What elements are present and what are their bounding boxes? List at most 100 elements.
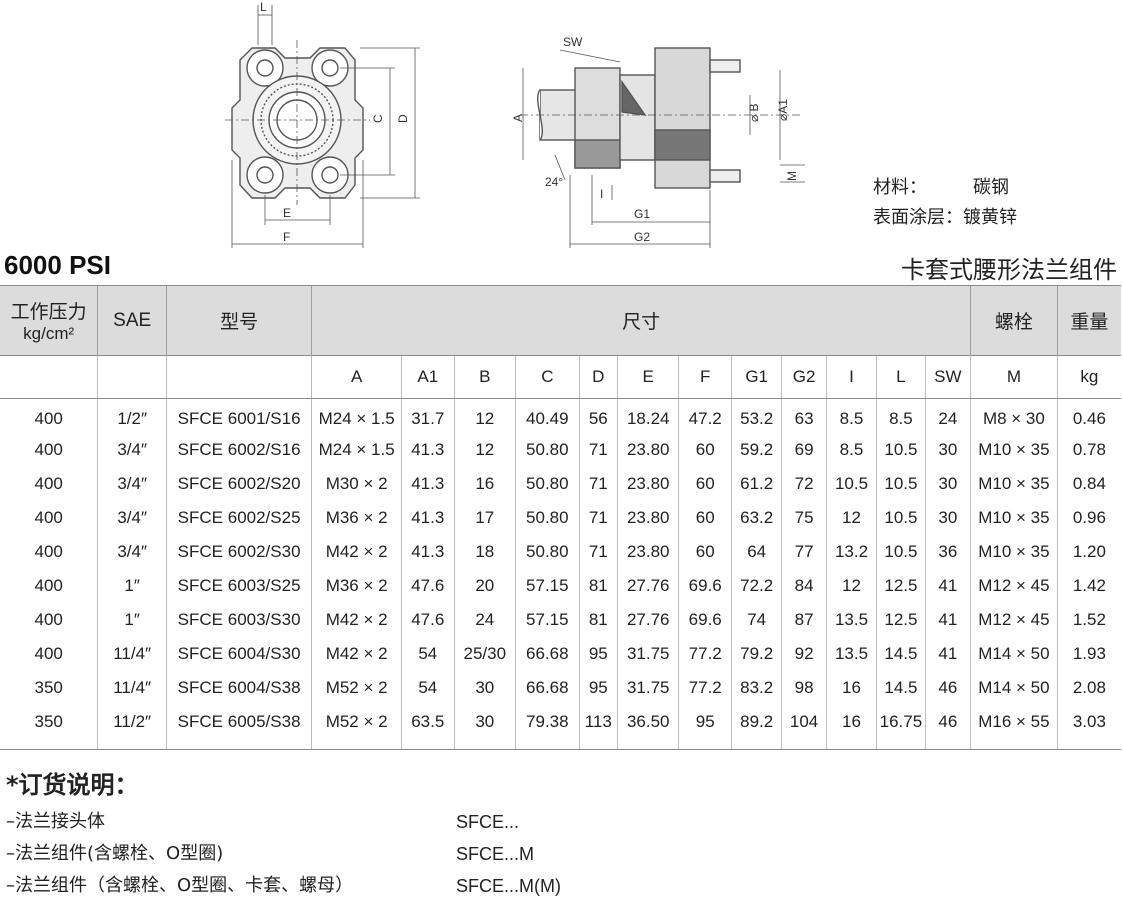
table-cell: 66.68 xyxy=(515,637,580,671)
table-cell: SFCE 6005/S38 xyxy=(165,705,312,750)
table-cell: M42 × 2 xyxy=(311,535,402,569)
table-cell: 36 xyxy=(924,535,971,569)
table-cell: 400 xyxy=(34,542,63,561)
table-cell: 69.6 xyxy=(678,569,732,603)
dim-label-B: ⌀ B xyxy=(747,103,761,122)
flange-front-view xyxy=(225,5,420,248)
table-cell: 400 xyxy=(34,576,63,595)
table-cell: 95 xyxy=(678,705,732,750)
dim-label-D: D xyxy=(396,114,410,123)
table-cell: M10 × 35 xyxy=(970,467,1058,501)
table-cell: 11/4″ xyxy=(97,671,167,705)
table-cell: 95 xyxy=(578,671,618,705)
table-cell: 50.80 xyxy=(515,501,580,535)
table-cell: 400 xyxy=(34,508,63,527)
table-cell: 23.80 xyxy=(616,433,679,467)
table-cell: 63.5 xyxy=(401,705,454,750)
column-header: kg xyxy=(1056,355,1121,399)
table-cell: 30 xyxy=(924,433,971,467)
table-cell: SFCE 6004/S30 xyxy=(165,637,312,671)
table-cell: 59.2 xyxy=(730,433,782,467)
pressure-rating-title: 6000 PSI xyxy=(4,250,111,280)
table-cell: M52 × 2 xyxy=(311,705,402,750)
dim-label-E: E xyxy=(283,206,291,220)
table-cell: M42 × 2 xyxy=(311,603,402,637)
table-cell: M30 × 2 xyxy=(311,467,402,501)
table-cell: 75 xyxy=(781,501,827,535)
table-cell: 31.75 xyxy=(616,637,679,671)
table-cell: 25/30 xyxy=(453,637,516,671)
table-cell: 79.38 xyxy=(515,705,580,750)
table-cell: SFCE 6002/S30 xyxy=(165,535,312,569)
dim-label-G1: G1 xyxy=(634,207,650,221)
table-cell: 12 xyxy=(825,501,877,535)
header-bolt: 螺栓 xyxy=(970,285,1058,356)
table-cell: 41.3 xyxy=(401,433,454,467)
column-header: E xyxy=(616,355,679,399)
table-cell: 92 xyxy=(781,637,827,671)
order-line: –法兰组件（含螺栓、O型圈、卡套、螺母）SFCE...M(M) xyxy=(6,875,561,896)
table-cell: 95 xyxy=(578,637,618,671)
table-cell: 11/4″ xyxy=(97,637,167,671)
table-cell: 3.03 xyxy=(1056,705,1121,750)
table-cell: 60 xyxy=(678,535,732,569)
dim-label-L: L xyxy=(260,0,267,14)
table-cell: 50.80 xyxy=(515,467,580,501)
table-cell: 0.84 xyxy=(1056,467,1121,501)
ordering-title: *订货说明： xyxy=(6,771,139,799)
table-cell: SFCE 6002/S20 xyxy=(165,467,312,501)
table-cell: 24 xyxy=(924,398,971,433)
column-header: M xyxy=(970,355,1058,399)
table-cell: 400 xyxy=(34,644,63,663)
table-cell: 10.5 xyxy=(876,501,926,535)
table-cell: 16 xyxy=(825,705,877,750)
table-cell: 41.3 xyxy=(401,501,454,535)
table-cell: 40.49 xyxy=(515,398,580,433)
table-cell: 57.15 xyxy=(515,569,580,603)
table-cell: 104 xyxy=(781,705,827,750)
table-cell: 17 xyxy=(453,501,516,535)
order-line: –法兰组件(含螺栓、O型圈)SFCE...M xyxy=(6,843,535,864)
table-cell: 61.2 xyxy=(730,467,782,501)
table-cell: 10.5 xyxy=(825,467,877,501)
table-cell: 1″ xyxy=(97,569,167,603)
table-cell: 81 xyxy=(578,603,618,637)
dim-label-A1: ⌀A1 xyxy=(776,99,790,121)
table-cell: 47.2 xyxy=(678,398,732,433)
dim-label-A: A xyxy=(511,114,525,122)
header-sae: SAE xyxy=(97,285,167,356)
dim-label-SW: SW xyxy=(563,35,583,49)
material-label: 材料： xyxy=(873,177,927,198)
table-cell: M36 × 2 xyxy=(311,569,402,603)
table-cell: 81 xyxy=(578,569,618,603)
table-cell: 57.15 xyxy=(515,603,580,637)
table-cell: 41 xyxy=(924,603,971,637)
table-cell: 47.6 xyxy=(401,603,454,637)
table-cell: 27.76 xyxy=(616,603,679,637)
table-cell: 1/2″ xyxy=(97,398,167,433)
table-cell: 41 xyxy=(924,637,971,671)
table-cell: 74 xyxy=(730,603,782,637)
table-cell: 10.5 xyxy=(876,467,926,501)
table-cell: 69.6 xyxy=(678,603,732,637)
table-cell: 54 xyxy=(401,637,454,671)
table-cell: 16 xyxy=(825,671,877,705)
table-cell: 20 xyxy=(453,569,516,603)
table-cell: 87 xyxy=(781,603,827,637)
table-cell: 23.80 xyxy=(616,535,679,569)
header-model: 型号 xyxy=(165,285,312,356)
table-cell: 84 xyxy=(781,569,827,603)
table-cell: 16 xyxy=(453,467,516,501)
table-cell: M14 × 50 xyxy=(970,671,1058,705)
table-cell: 71 xyxy=(578,535,618,569)
table-cell: 71 xyxy=(578,467,618,501)
table-cell: 8.5 xyxy=(825,433,877,467)
column-header: A xyxy=(311,355,402,399)
table-cell: 0.46 xyxy=(1056,398,1121,433)
table-cell: 3/4″ xyxy=(97,467,167,501)
dim-label-F: F xyxy=(283,230,290,244)
